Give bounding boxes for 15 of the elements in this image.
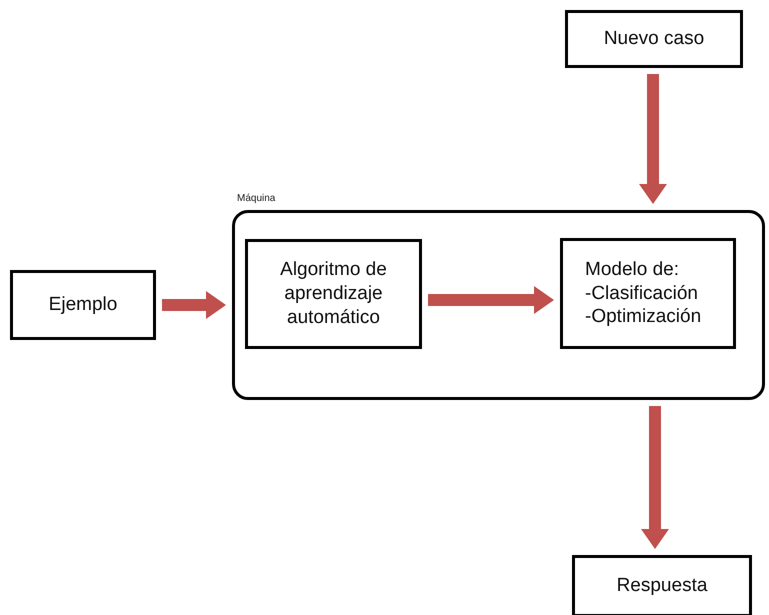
arrow bbox=[428, 286, 554, 314]
arrow bbox=[162, 291, 226, 319]
arrow bbox=[639, 74, 667, 204]
process-box bbox=[245, 239, 422, 349]
box-label: Algoritmo de aprendizaje automático bbox=[279, 258, 388, 330]
process-box bbox=[565, 10, 743, 68]
box-label: Nuevo caso bbox=[604, 27, 704, 51]
box-label: Respuesta bbox=[616, 574, 708, 598]
process-box bbox=[10, 270, 156, 340]
box-label: Ejemplo bbox=[48, 293, 118, 317]
process-box bbox=[572, 555, 752, 615]
process-box bbox=[560, 238, 736, 349]
box-label: Modelo de: -Clasificación -Optimización bbox=[585, 258, 702, 330]
arrow bbox=[641, 406, 669, 549]
frame-heading: Máquina bbox=[237, 193, 276, 204]
